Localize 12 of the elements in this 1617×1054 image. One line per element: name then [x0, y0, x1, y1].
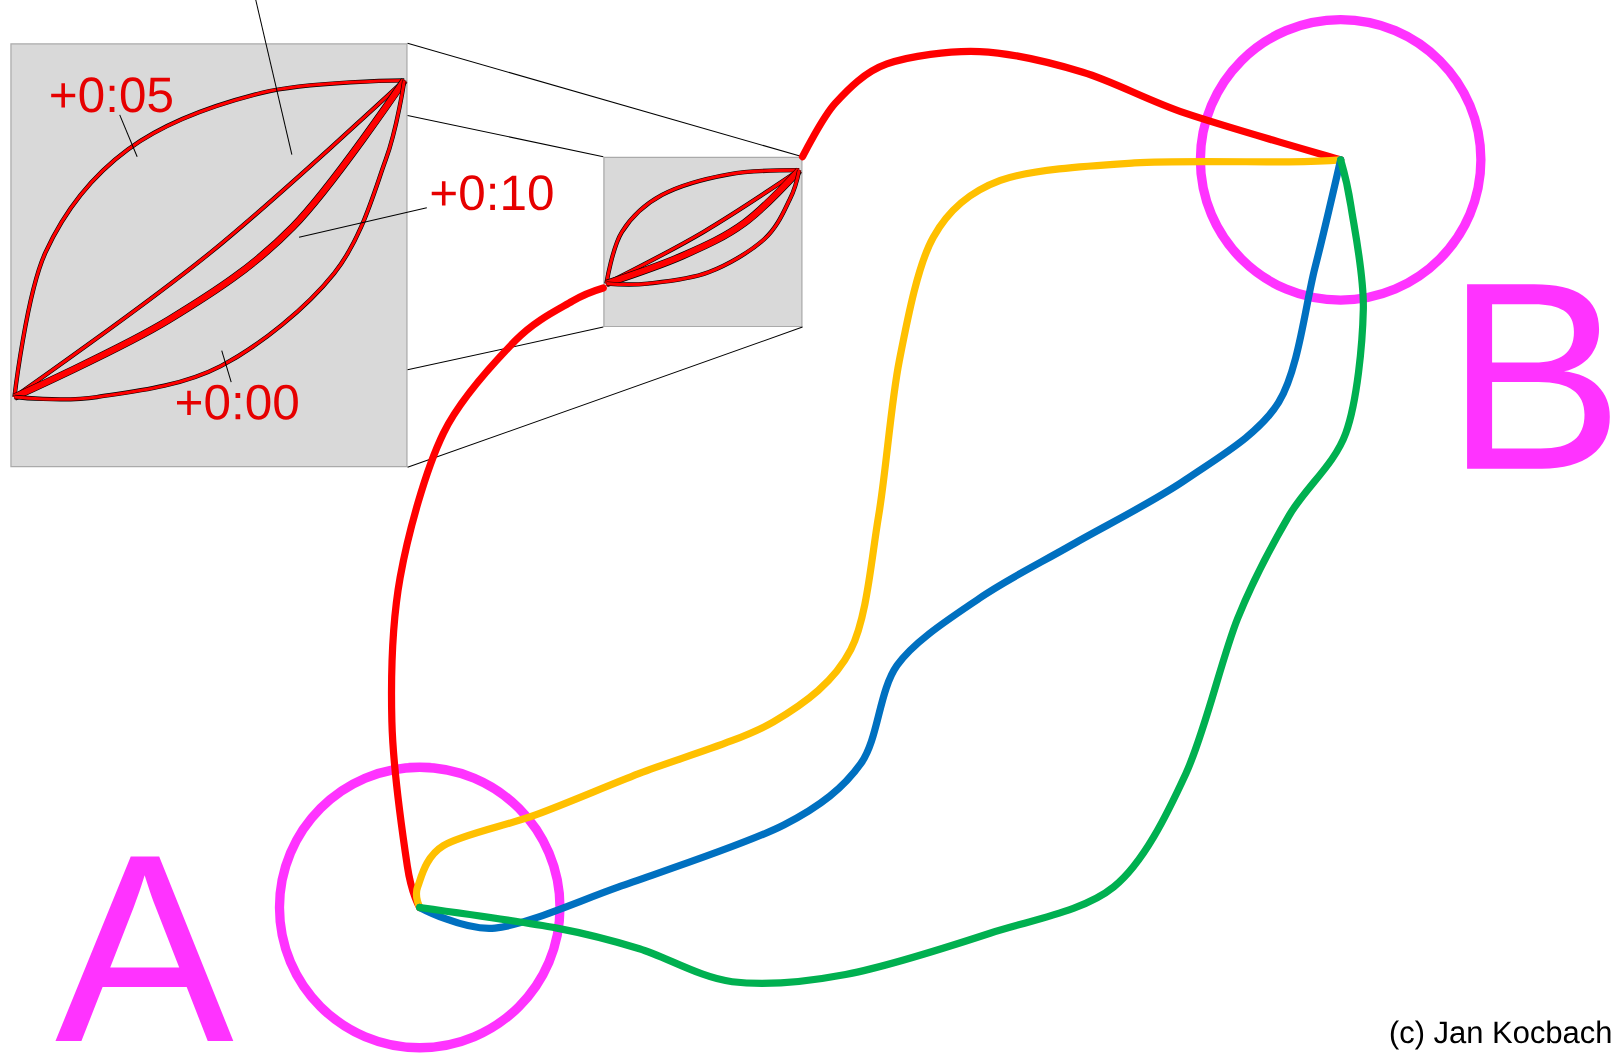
- zoom-line: [407, 326, 804, 468]
- leader-line: [221, 350, 232, 383]
- time-label: +0:05: [51, 77, 172, 113]
- control-letter: A: [55, 856, 234, 1041]
- time-label: +0:10: [431, 175, 553, 211]
- time-label: +0:00: [177, 384, 298, 420]
- copyright-note: (c) Jan Kocbach: [1390, 1020, 1611, 1050]
- zoom-line: [407, 326, 604, 371]
- control-letter: B: [1467, 284, 1610, 469]
- leader-line: [298, 207, 428, 238]
- zoom-line: [407, 114, 604, 158]
- leader-line: [119, 114, 138, 158]
